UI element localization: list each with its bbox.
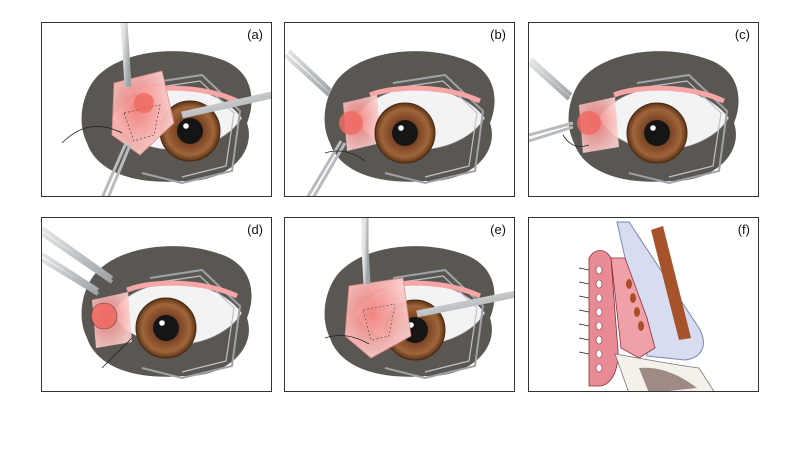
eyelid-cross-section-illustration xyxy=(578,221,715,391)
eye-surgery-illustration-b xyxy=(285,23,515,196)
eye-surgery-illustration-c xyxy=(529,23,759,197)
panel-label: (a) xyxy=(247,27,263,42)
panel-label: (f) xyxy=(737,222,750,237)
panel-f: (f) xyxy=(528,217,759,392)
panel-c: (c) xyxy=(528,22,759,197)
panel-label: (e) xyxy=(490,222,506,237)
panel-label: (d) xyxy=(247,222,263,237)
panel-label: (b) xyxy=(490,27,506,42)
panel-e: (e) xyxy=(284,217,515,392)
eye-surgery-illustration-e xyxy=(285,218,514,392)
eye-surgery-illustration-a xyxy=(61,23,271,196)
panel-d: (d) xyxy=(41,217,272,392)
panel-label: (c) xyxy=(734,27,750,42)
panel-a: (a) xyxy=(41,22,272,197)
eye-surgery-illustration-d xyxy=(42,226,272,392)
panel-b: (b) xyxy=(284,22,515,197)
